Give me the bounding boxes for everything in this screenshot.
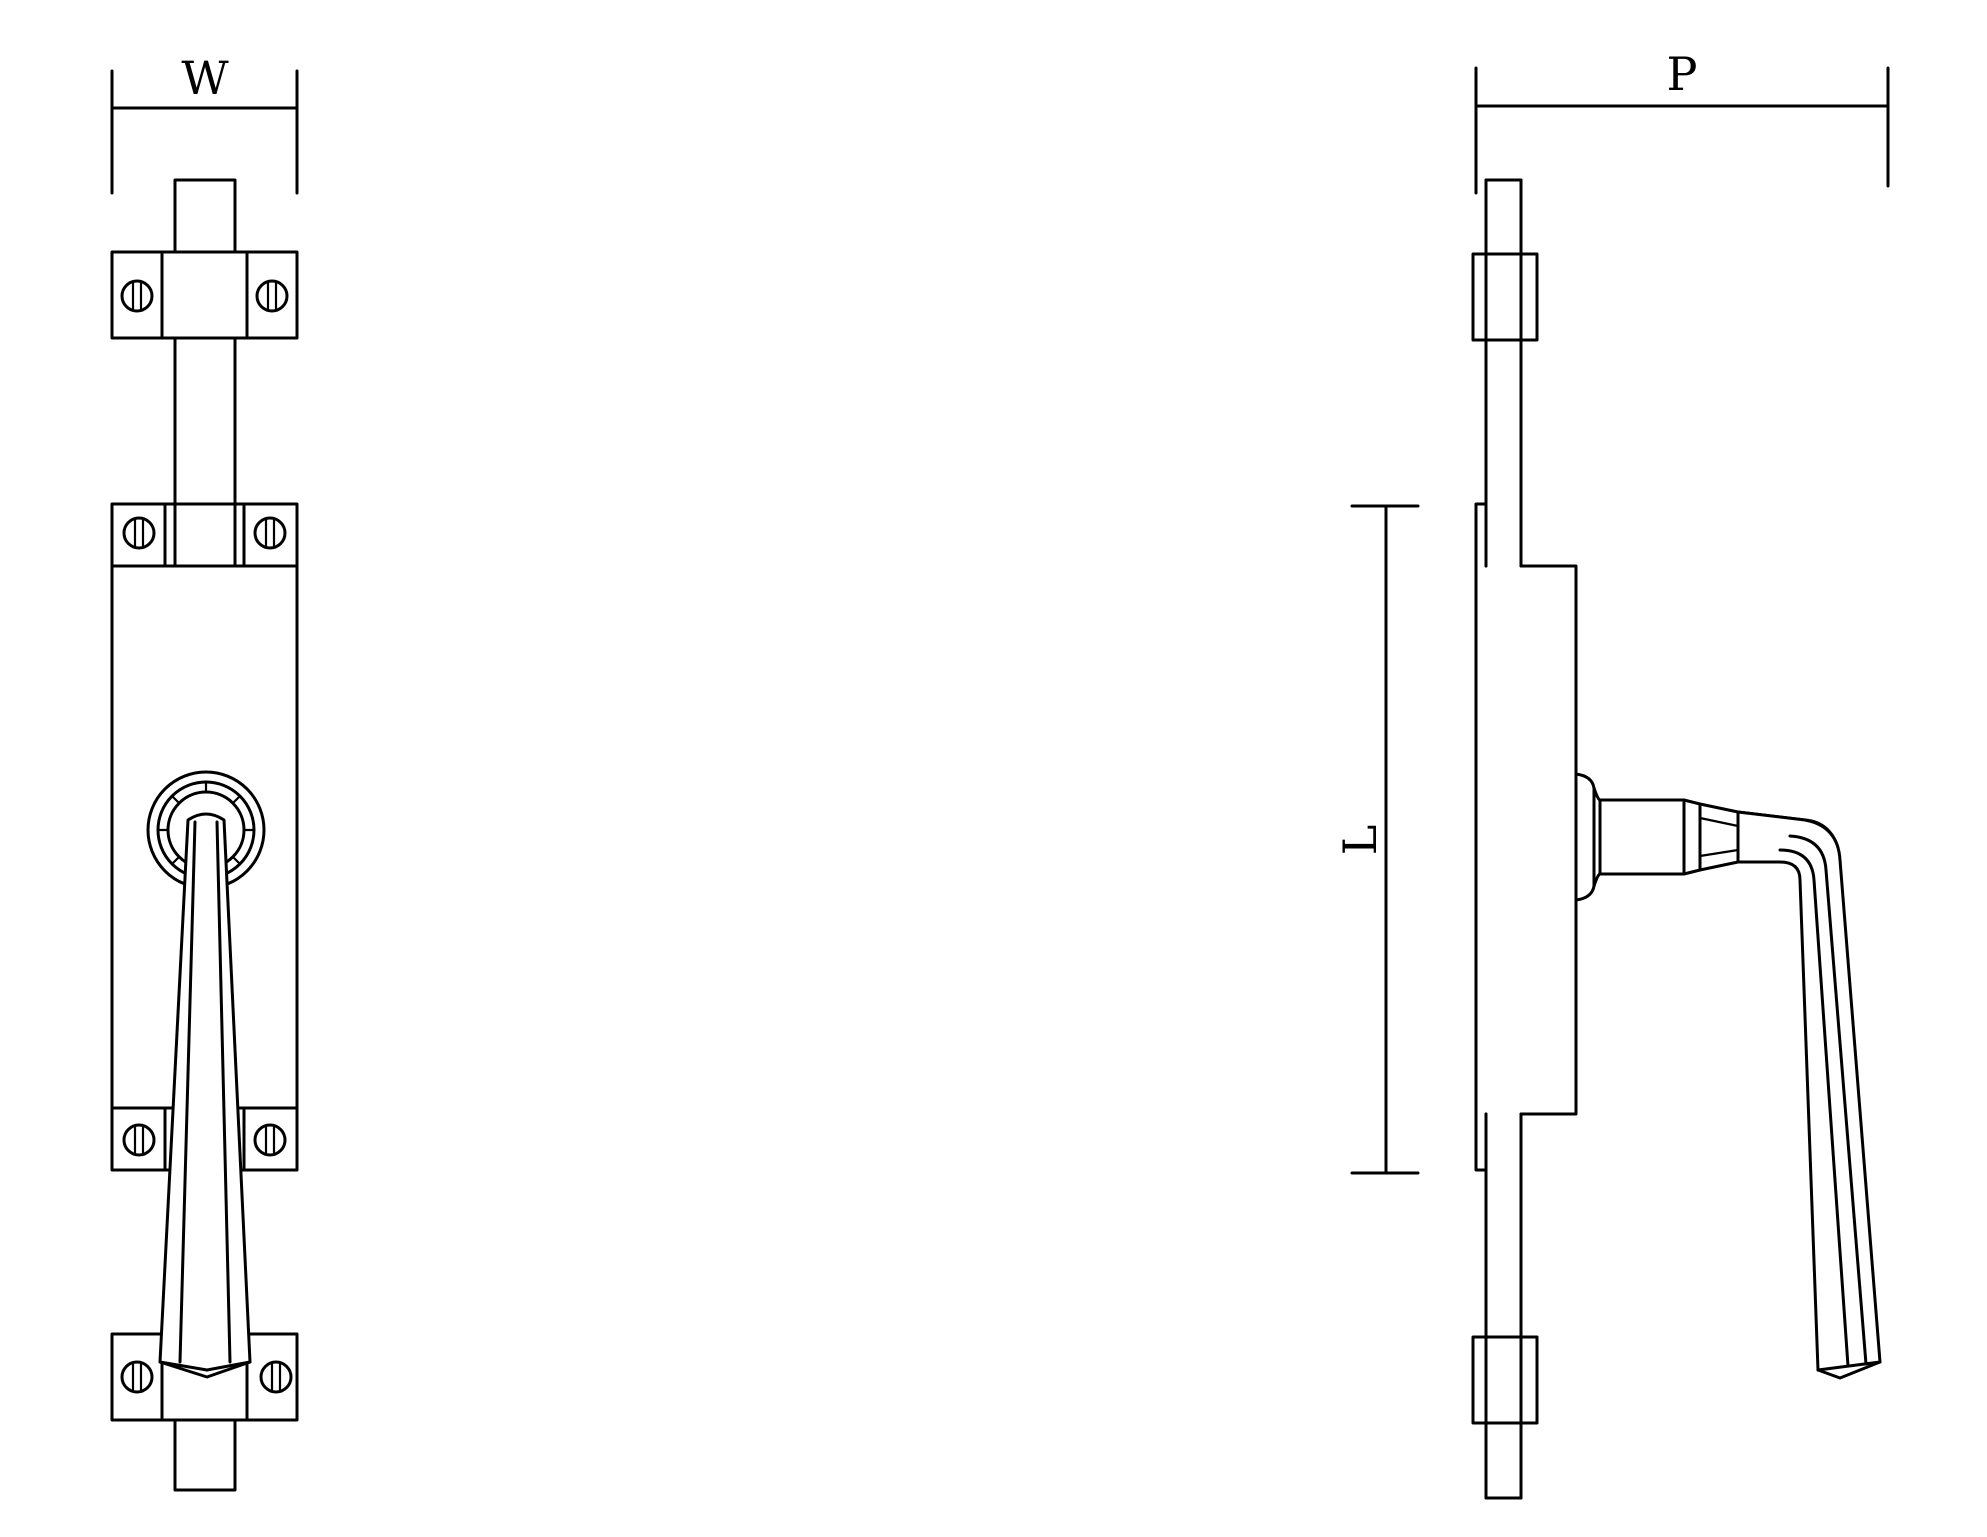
length-dimension: L: [1333, 504, 1420, 1175]
screw-icon: [259, 1360, 293, 1394]
screw-icon: [255, 279, 289, 313]
side-rod: [1484, 178, 1523, 1500]
length-label: L: [1333, 825, 1387, 856]
screw-icon: [122, 1123, 156, 1157]
screw-icon: [120, 279, 154, 313]
width-label: W: [181, 51, 229, 105]
side-bottom-guide: [1471, 1335, 1539, 1425]
top-guide-bracket: [110, 250, 299, 340]
projection-dimension: P: [1474, 47, 1890, 195]
screw-icon: [120, 1360, 154, 1394]
side-lever-handle: [1736, 810, 1882, 1380]
side-body: [1474, 502, 1578, 1172]
screw-icon: [253, 1123, 287, 1157]
screw-icon: [122, 516, 156, 550]
side-view: P L: [1333, 47, 1890, 1500]
side-top-guide: [1471, 252, 1539, 342]
projection-label: P: [1667, 47, 1698, 101]
front-lever-handle: [158, 812, 252, 1379]
width-dimension: W: [110, 51, 299, 195]
front-view: W: [110, 51, 299, 1492]
screw-icon: [253, 516, 287, 550]
